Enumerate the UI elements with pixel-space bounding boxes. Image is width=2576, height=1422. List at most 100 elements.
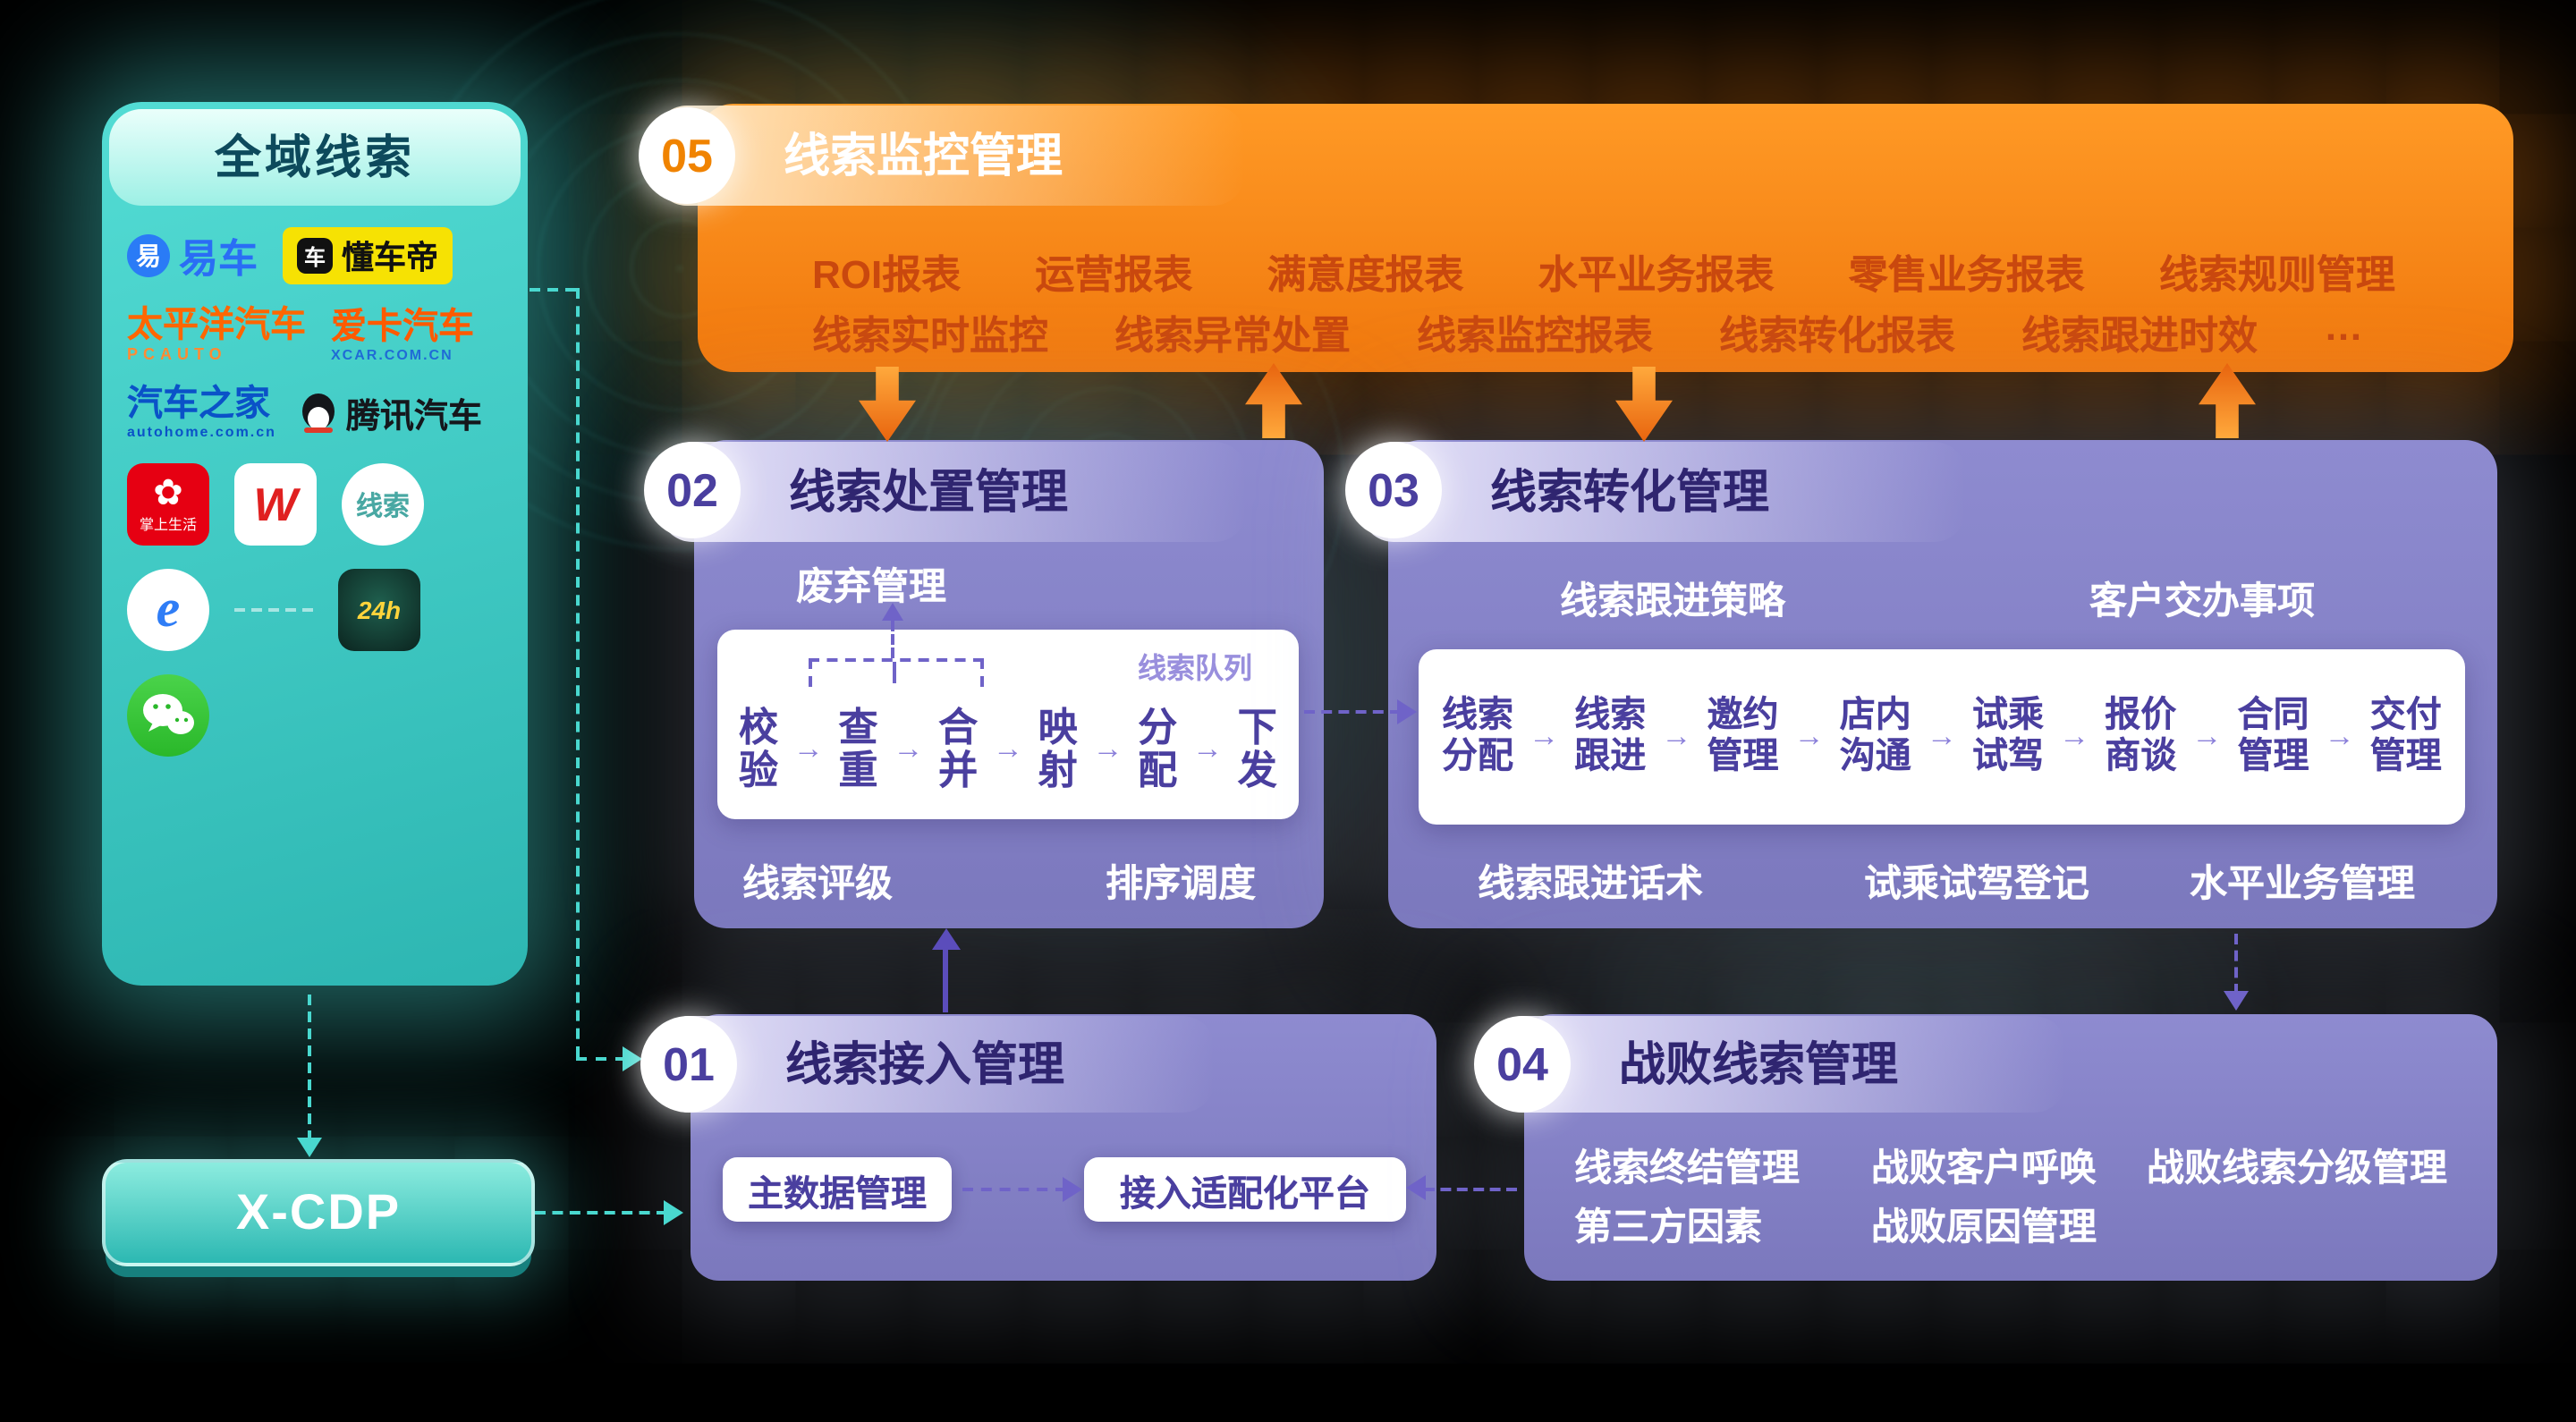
module02-box: 线索处置管理 废弃管理 线索队列 校验 → 查重 → 合并 → 映射 → 分配 … bbox=[660, 440, 1324, 928]
lost-lead-grading-label: 战败线索分级管理 bbox=[2147, 1148, 2447, 1189]
flow-step: 线索分配 bbox=[1442, 696, 1513, 776]
banner-item: 满意度报表 bbox=[1267, 252, 1464, 297]
xcdp-to-module01-connector bbox=[535, 1211, 667, 1215]
arrow-right-icon: → bbox=[1092, 732, 1123, 766]
pcauto-logo: 太平洋汽车 PCAUTO bbox=[127, 306, 306, 363]
panel-to-module01-connector bbox=[576, 288, 580, 1057]
banner-item: 水平业务报表 bbox=[1538, 252, 1775, 297]
flow-step: 交付管理 bbox=[2369, 696, 2442, 776]
conversion-flow-box: 线索分配 → 线索跟进 → 邀约管理 → 店内沟通 → 试乘试驾 → 报价商谈 … bbox=[1419, 649, 2465, 825]
dashed-connector bbox=[234, 608, 313, 612]
horizontal-business-label: 水平业务管理 bbox=[2190, 864, 2415, 905]
abandon-arrow-icon bbox=[882, 603, 903, 621]
module02-badge: 02 bbox=[644, 442, 741, 538]
banner-row-1: ROI报表 运营报表 满意度报表 水平业务报表 零售业务报表 线索规则管理 bbox=[812, 243, 2395, 300]
flow-step: 线索跟进 bbox=[1574, 696, 1647, 776]
flow-step: 合同管理 bbox=[2237, 696, 2309, 776]
sort-schedule-label: 排序调度 bbox=[1106, 864, 1256, 905]
arrow-right-icon: → bbox=[1661, 719, 1692, 753]
flow-step: 映射 bbox=[1038, 704, 1078, 792]
master-data-box: 主数据管理 bbox=[723, 1157, 952, 1222]
arrow-right-icon bbox=[1397, 699, 1417, 724]
arrow-right-icon bbox=[1063, 1177, 1082, 1202]
banner-item: 线索实时监控 bbox=[812, 313, 1049, 358]
customer-task-label: 客户交办事项 bbox=[2089, 581, 2315, 622]
arrow-right-icon: → bbox=[2191, 719, 2223, 753]
lead-termination-label: 线索终结管理 bbox=[1574, 1148, 1800, 1189]
arrow-right-icon bbox=[623, 1046, 642, 1071]
conversion-flow: 线索分配 → 线索跟进 → 邀约管理 → 店内沟通 → 试乘试驾 → 报价商谈 … bbox=[1436, 649, 2447, 825]
flow-step: 邀约管理 bbox=[1707, 696, 1779, 776]
arrow-right-icon bbox=[664, 1200, 683, 1225]
xcar-logo: 爱卡汽车 XCAR.COM.CN bbox=[331, 307, 474, 362]
panel-title: 全域线索 bbox=[109, 109, 521, 206]
lost-reason-label: 战败原因管理 bbox=[1871, 1207, 2097, 1248]
yiche-icon: 易 bbox=[127, 234, 170, 277]
arrow-right-icon: → bbox=[2324, 719, 2355, 753]
abandon-bracket bbox=[809, 658, 984, 687]
arrow-right-icon: → bbox=[1529, 719, 1560, 753]
abandon-connector bbox=[891, 621, 894, 658]
module03-to-banner-arrow bbox=[2199, 363, 2256, 438]
arrow-right-icon: → bbox=[1192, 732, 1224, 766]
master-to-platform-connector bbox=[962, 1188, 1066, 1191]
module04-title: 战败线索管理 bbox=[1490, 1016, 2066, 1113]
module01-box: 线索接入管理 主数据管理 接入适配化平台 bbox=[657, 1014, 1436, 1281]
module05-badge: 05 bbox=[639, 107, 735, 204]
module05-banner: 线索监控管理 ROI报表 运营报表 满意度报表 水平业务报表 零售业务报表 线索… bbox=[655, 104, 2513, 372]
arrow-left-icon bbox=[1406, 1175, 1426, 1200]
third-party-factor-label: 第三方因素 bbox=[1574, 1207, 1762, 1248]
banner-item: ROI报表 bbox=[812, 252, 962, 297]
penguin-icon bbox=[302, 394, 335, 433]
24h-service-icon: 24h bbox=[338, 569, 420, 651]
flow-step: 查重 bbox=[838, 704, 878, 792]
module04-badge: 04 bbox=[1474, 1016, 1571, 1113]
arrow-right-icon: → bbox=[792, 732, 824, 766]
omni-leads-panel: 全域线索 易 易车 车 懂车帝 太平洋汽车 PCAUTO 爱卡汽车 bbox=[102, 102, 528, 986]
flower-icon: ✿ bbox=[153, 473, 183, 512]
panel-to-module01-connector bbox=[576, 1057, 626, 1061]
followup-strategy-label: 线索跟进策略 bbox=[1560, 581, 1785, 622]
autohome-logo: 汽车之家 autohome.com.cn bbox=[127, 385, 276, 440]
arrow-right-icon: → bbox=[2059, 719, 2090, 753]
zhangshang-life-logo: ✿ 掌上生活 bbox=[127, 463, 209, 546]
module02-to-module03-connector bbox=[1304, 710, 1401, 714]
module01-badge: 01 bbox=[640, 1016, 737, 1113]
flow-step: 报价商谈 bbox=[2105, 696, 2177, 776]
dongchedi-logo: 车 懂车帝 bbox=[283, 227, 453, 284]
access-platform-box: 接入适配化平台 bbox=[1084, 1157, 1406, 1222]
testdrive-register-label: 试乘试驾登记 bbox=[1864, 864, 2089, 905]
followup-script-label: 线索跟进话术 bbox=[1478, 864, 1703, 905]
flow-step: 下发 bbox=[1237, 704, 1277, 792]
banner-to-module03-arrow bbox=[1615, 367, 1673, 442]
arrow-right-icon: → bbox=[1926, 719, 1957, 753]
banner-item: 零售业务报表 bbox=[1848, 252, 2085, 297]
w-brand-logo: W bbox=[234, 463, 317, 546]
banner-item: 线索转化报表 bbox=[1719, 313, 1956, 358]
module03-badge: 03 bbox=[1345, 442, 1442, 538]
module05-title: 线索监控管理 bbox=[655, 106, 1245, 206]
lead-process-flow: 校验 → 查重 → 合并 → 映射 → 分配 → 下发 bbox=[735, 690, 1281, 808]
arrow-down-icon bbox=[2224, 991, 2249, 1011]
brand-logo-grid: 易 易车 车 懂车帝 太平洋汽车 PCAUTO 爱卡汽车 XCAR.COM.CN bbox=[102, 206, 528, 757]
arrow-up-icon bbox=[932, 928, 961, 950]
lost-customer-recall-label: 战败客户呼唤 bbox=[1871, 1148, 2097, 1189]
arrow-right-icon: → bbox=[893, 732, 924, 766]
abandon-management-label: 废弃管理 bbox=[796, 567, 946, 608]
lead-rating-label: 线索评级 bbox=[742, 864, 893, 905]
module01-to-module02-connector bbox=[943, 948, 948, 1012]
panel-to-module01-connector bbox=[530, 288, 576, 292]
xcdp-block: X-CDP bbox=[102, 1159, 535, 1266]
module04-box: 战败线索管理 线索终结管理 战败客户呼唤 战败线索分级管理 第三方因素 战败原因… bbox=[1490, 1014, 2497, 1281]
yiche-logo: 易 易车 bbox=[127, 227, 258, 284]
banner-item: 线索规则管理 bbox=[2158, 252, 2395, 297]
module02-title: 线索处置管理 bbox=[660, 442, 1247, 542]
module03-box: 线索转化管理 线索跟进策略 客户交办事项 线索分配 → 线索跟进 → 邀约管理 … bbox=[1361, 440, 2497, 928]
flow-step: 校验 bbox=[738, 704, 778, 792]
module03-title: 线索转化管理 bbox=[1361, 442, 1966, 542]
banner-item: 线索监控报表 bbox=[1417, 313, 1654, 358]
lead-queue-box: 线索队列 校验 → 查重 → 合并 → 映射 → 分配 → 下发 bbox=[717, 630, 1299, 819]
banner-row-2: 线索实时监控 线索异常处置 线索监控报表 线索转化报表 线索跟进时效 … bbox=[812, 304, 2363, 361]
arrow-right-icon: → bbox=[1793, 719, 1825, 753]
